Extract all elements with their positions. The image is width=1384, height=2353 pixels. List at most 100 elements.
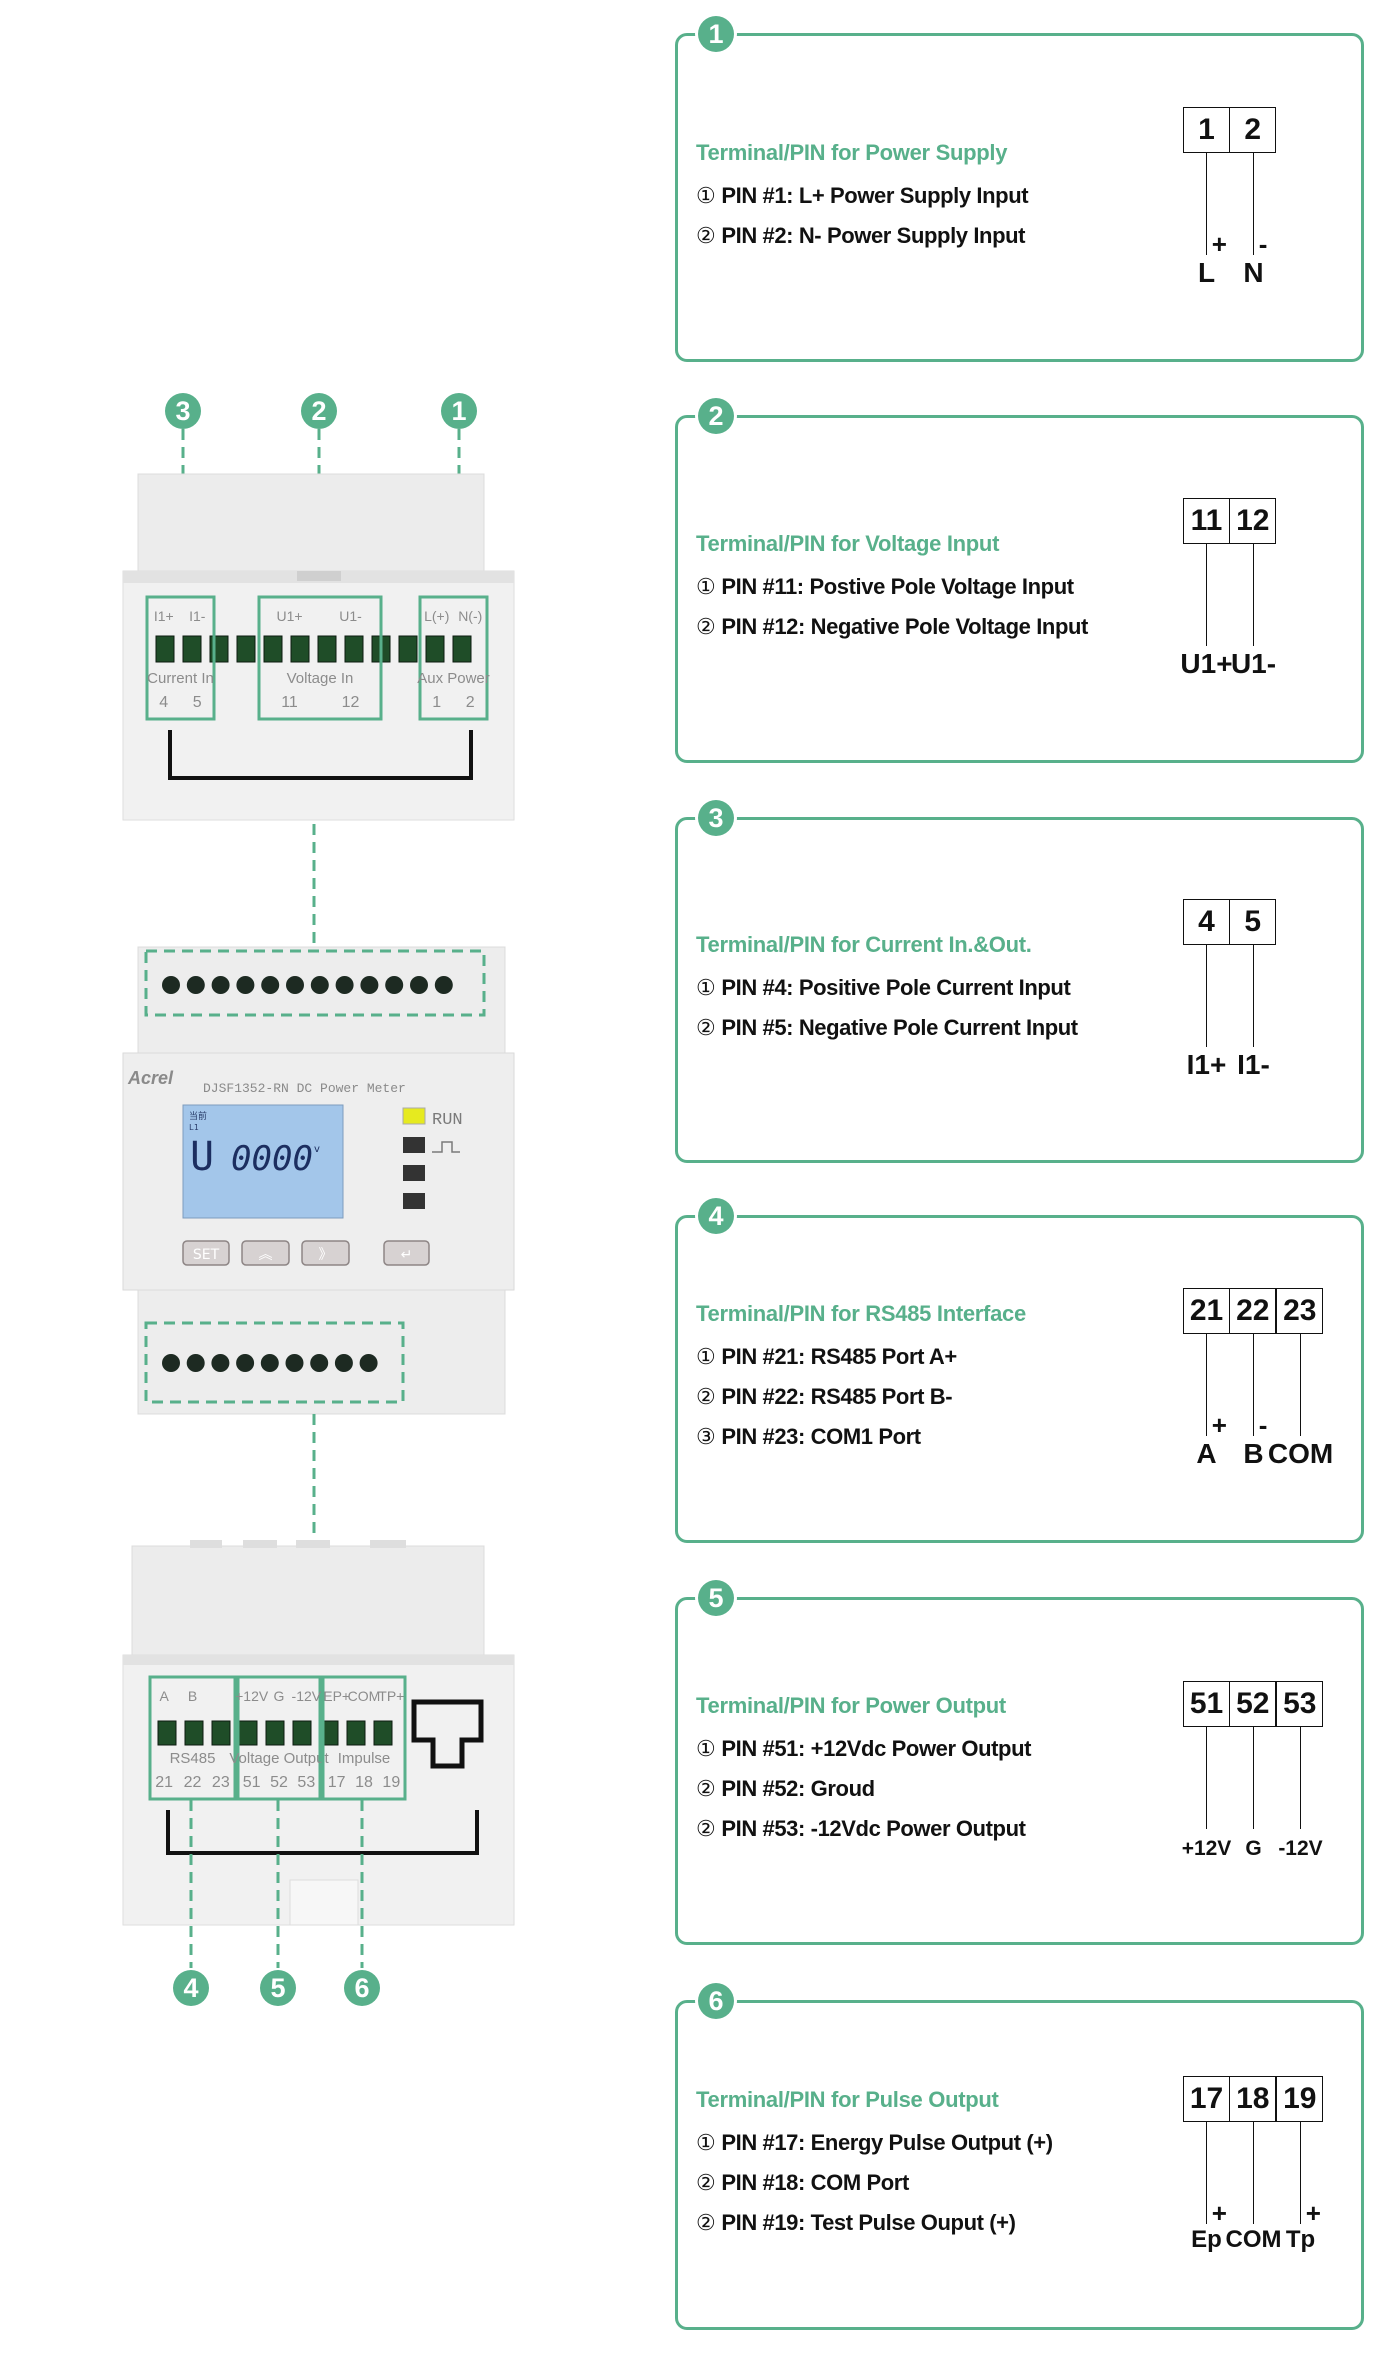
terminal-label: Ep xyxy=(1191,2226,1222,2253)
terminal-socket xyxy=(317,635,337,663)
terminal-screw xyxy=(410,976,428,994)
item-marker: ① xyxy=(696,1736,716,1761)
callout-badge xyxy=(173,1970,209,2006)
terminal-top-label: I1+ xyxy=(154,608,174,624)
device-front-top-terminal-housing xyxy=(137,946,506,1054)
terminal-pin-number: 18 xyxy=(355,1774,373,1791)
terminal-socket xyxy=(238,1720,258,1746)
terminal-top-label: G xyxy=(274,1688,285,1704)
terminal-socket xyxy=(184,1720,204,1746)
ethernet-port xyxy=(411,1699,484,1769)
terminal-label: COM xyxy=(1225,2226,1282,2253)
terminal-socket xyxy=(182,635,202,663)
terminal-pin-number: 21 xyxy=(155,1774,173,1791)
terminal-pin-box: 23 xyxy=(1276,1288,1324,1334)
terminal-screw xyxy=(310,976,329,994)
terminal-top-label: U1- xyxy=(339,608,362,624)
terminal-pin-number: 4 xyxy=(159,694,168,711)
item-text: PIN #2: N- Power Supply Input xyxy=(721,222,1026,248)
terminal-socket xyxy=(346,1720,366,1746)
item-text: PIN #51: +12Vdc Power Output xyxy=(721,1736,1032,1761)
terminal-label: G xyxy=(1245,1837,1262,1860)
callout-badge xyxy=(441,393,477,429)
terminal-pin-box: 17 xyxy=(1183,2076,1230,2122)
panel-title: Terminal/PIN for Pulse Output xyxy=(696,2087,999,2112)
terminal-socket xyxy=(398,635,418,663)
indicator-led xyxy=(403,1165,425,1181)
polarity-sign: + xyxy=(1211,1410,1227,1440)
meter-button xyxy=(241,1240,290,1266)
terminal-pin-box: 53 xyxy=(1276,1681,1324,1727)
terminal-block-outline xyxy=(418,595,489,721)
terminal-screw xyxy=(334,1354,353,1372)
item-marker: ② xyxy=(696,222,716,248)
terminal-screw xyxy=(359,1354,378,1372)
polarity-sign: - xyxy=(1258,228,1268,259)
terminal: 19+Tp xyxy=(1276,2076,1324,2254)
indicator-led xyxy=(403,1193,425,1209)
item-text: PIN #5: Negative Pole Current Input xyxy=(721,1015,1078,1040)
terminal-label: +12V xyxy=(1181,1837,1232,1860)
terminal-label: U1+ xyxy=(1180,648,1233,679)
terminal-wire: + xyxy=(1205,1334,1227,1438)
device-bottom-rear-housing xyxy=(131,1545,485,1656)
terminal-pin-number: 1 xyxy=(432,694,441,711)
terminal-wire xyxy=(1299,1334,1302,1436)
callout-badge xyxy=(344,1970,380,2006)
terminal-wire: + xyxy=(1299,2122,1321,2226)
item-marker: ③ xyxy=(696,1424,716,1449)
polarity-sign: + xyxy=(1305,2198,1321,2228)
panel-number-badge: 3 xyxy=(698,800,734,836)
item-marker: ① xyxy=(696,182,716,208)
terminal-wire xyxy=(1252,544,1255,646)
terminal-top-label: N(-) xyxy=(458,608,482,624)
run-label: RUN xyxy=(432,1111,463,1130)
terminal-pin-number: 22 xyxy=(184,1774,202,1791)
item-text: PIN #12: Negative Pole Voltage Input xyxy=(721,614,1088,639)
terminal-screw xyxy=(286,976,304,994)
terminal-top-label: COM xyxy=(348,1688,381,1704)
callout-number: 3 xyxy=(175,396,190,426)
terminal-pin-box: 4 xyxy=(1183,899,1230,945)
terminal-wire xyxy=(1205,544,1208,646)
item-text: PIN #1: L+ Power Supply Input xyxy=(721,182,1029,208)
lcd-display xyxy=(182,1104,344,1219)
terminal-group-name: Current In xyxy=(147,670,214,687)
terminal-socket xyxy=(265,1720,285,1746)
item-text: PIN #4: Positive Pole Current Input xyxy=(721,975,1071,1000)
item-marker: ① xyxy=(696,1344,716,1369)
housing-tab xyxy=(296,1540,330,1548)
terminal-socket xyxy=(263,635,283,663)
terminal-top-label: L(+) xyxy=(424,608,449,624)
housing-tab xyxy=(370,1540,406,1548)
terminal-pin-number: 11 xyxy=(281,694,298,711)
terminal-screw xyxy=(186,976,205,994)
item-text: PIN #22: RS485 Port B- xyxy=(721,1384,953,1409)
device-top-body xyxy=(122,570,515,821)
terminal-label: B xyxy=(1243,1438,1264,1469)
meter-button-label: SET xyxy=(193,1247,220,1263)
terminal-block-outline xyxy=(321,1675,407,1801)
terminal-top-label: B xyxy=(188,1688,197,1704)
terminal-pin-number: 5 xyxy=(193,694,202,711)
item-text: PIN #18: COM Port xyxy=(721,2170,909,2195)
terminal-wire: - xyxy=(1252,1334,1267,1438)
terminal-label: -12V xyxy=(1278,1837,1323,1860)
